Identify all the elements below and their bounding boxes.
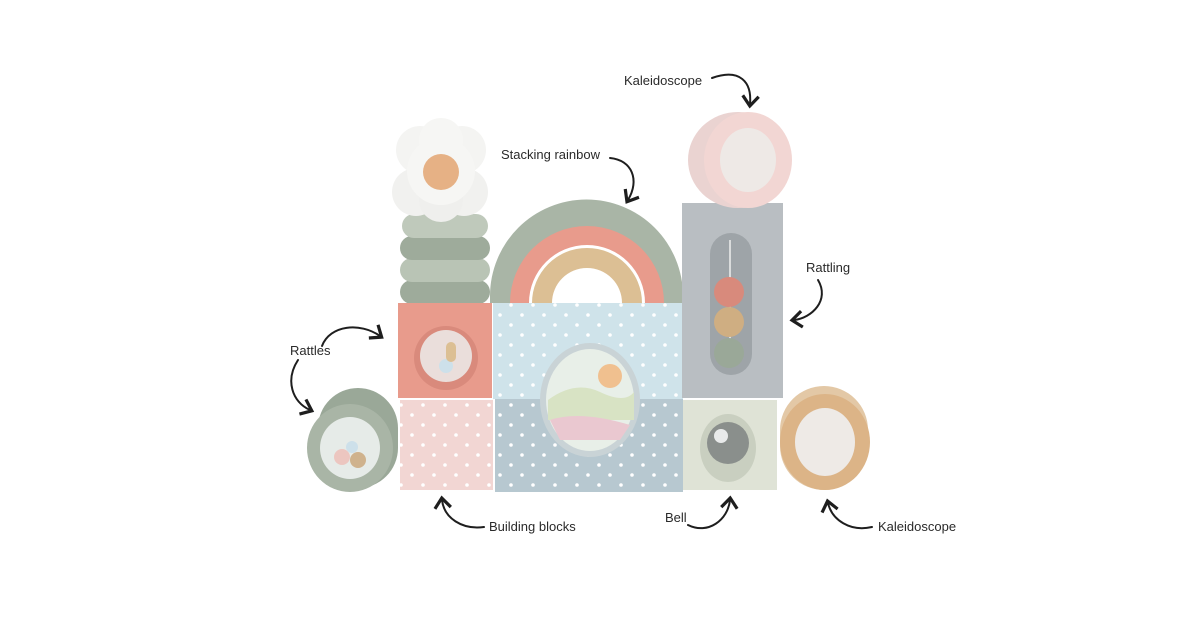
- arrow-building-blocks: [433, 495, 485, 529]
- arrow-kaleidoscope-bottom: [820, 498, 873, 530]
- arrow-kaleidoscope-top: [711, 73, 760, 109]
- landscape-window: [540, 343, 640, 457]
- label-kaleidoscope-bottom: Kaleidoscope: [878, 519, 957, 534]
- tan-kaleidoscope: [780, 386, 870, 490]
- label-rattles: Rattles: [290, 343, 331, 358]
- coral-rattle-block: [398, 303, 492, 398]
- arrow-rattles-down: [290, 359, 315, 416]
- arrow-rattling: [789, 279, 823, 329]
- rattle-cylinder: [307, 388, 398, 492]
- pink-kaleidoscope: [688, 112, 792, 208]
- stacking-rings: [400, 214, 490, 304]
- flower-topper: [392, 118, 488, 222]
- label-kaleidoscope-top: Kaleidoscope: [624, 73, 703, 88]
- label-rattling: Rattling: [806, 260, 851, 275]
- callout-arrows: [290, 73, 873, 530]
- label-bell: Bell: [665, 510, 687, 525]
- label-building-blocks: Building blocks: [489, 519, 576, 534]
- label-stacking-rainbow: Stacking rainbow: [501, 147, 600, 162]
- arrow-rattles-up: [321, 324, 384, 347]
- rattling-bead-block: [682, 203, 783, 398]
- arrow-bell: [687, 495, 739, 530]
- arrow-stacking-rainbow: [609, 157, 640, 204]
- bell-block: [683, 400, 777, 490]
- stacking-rainbow: [490, 199, 683, 303]
